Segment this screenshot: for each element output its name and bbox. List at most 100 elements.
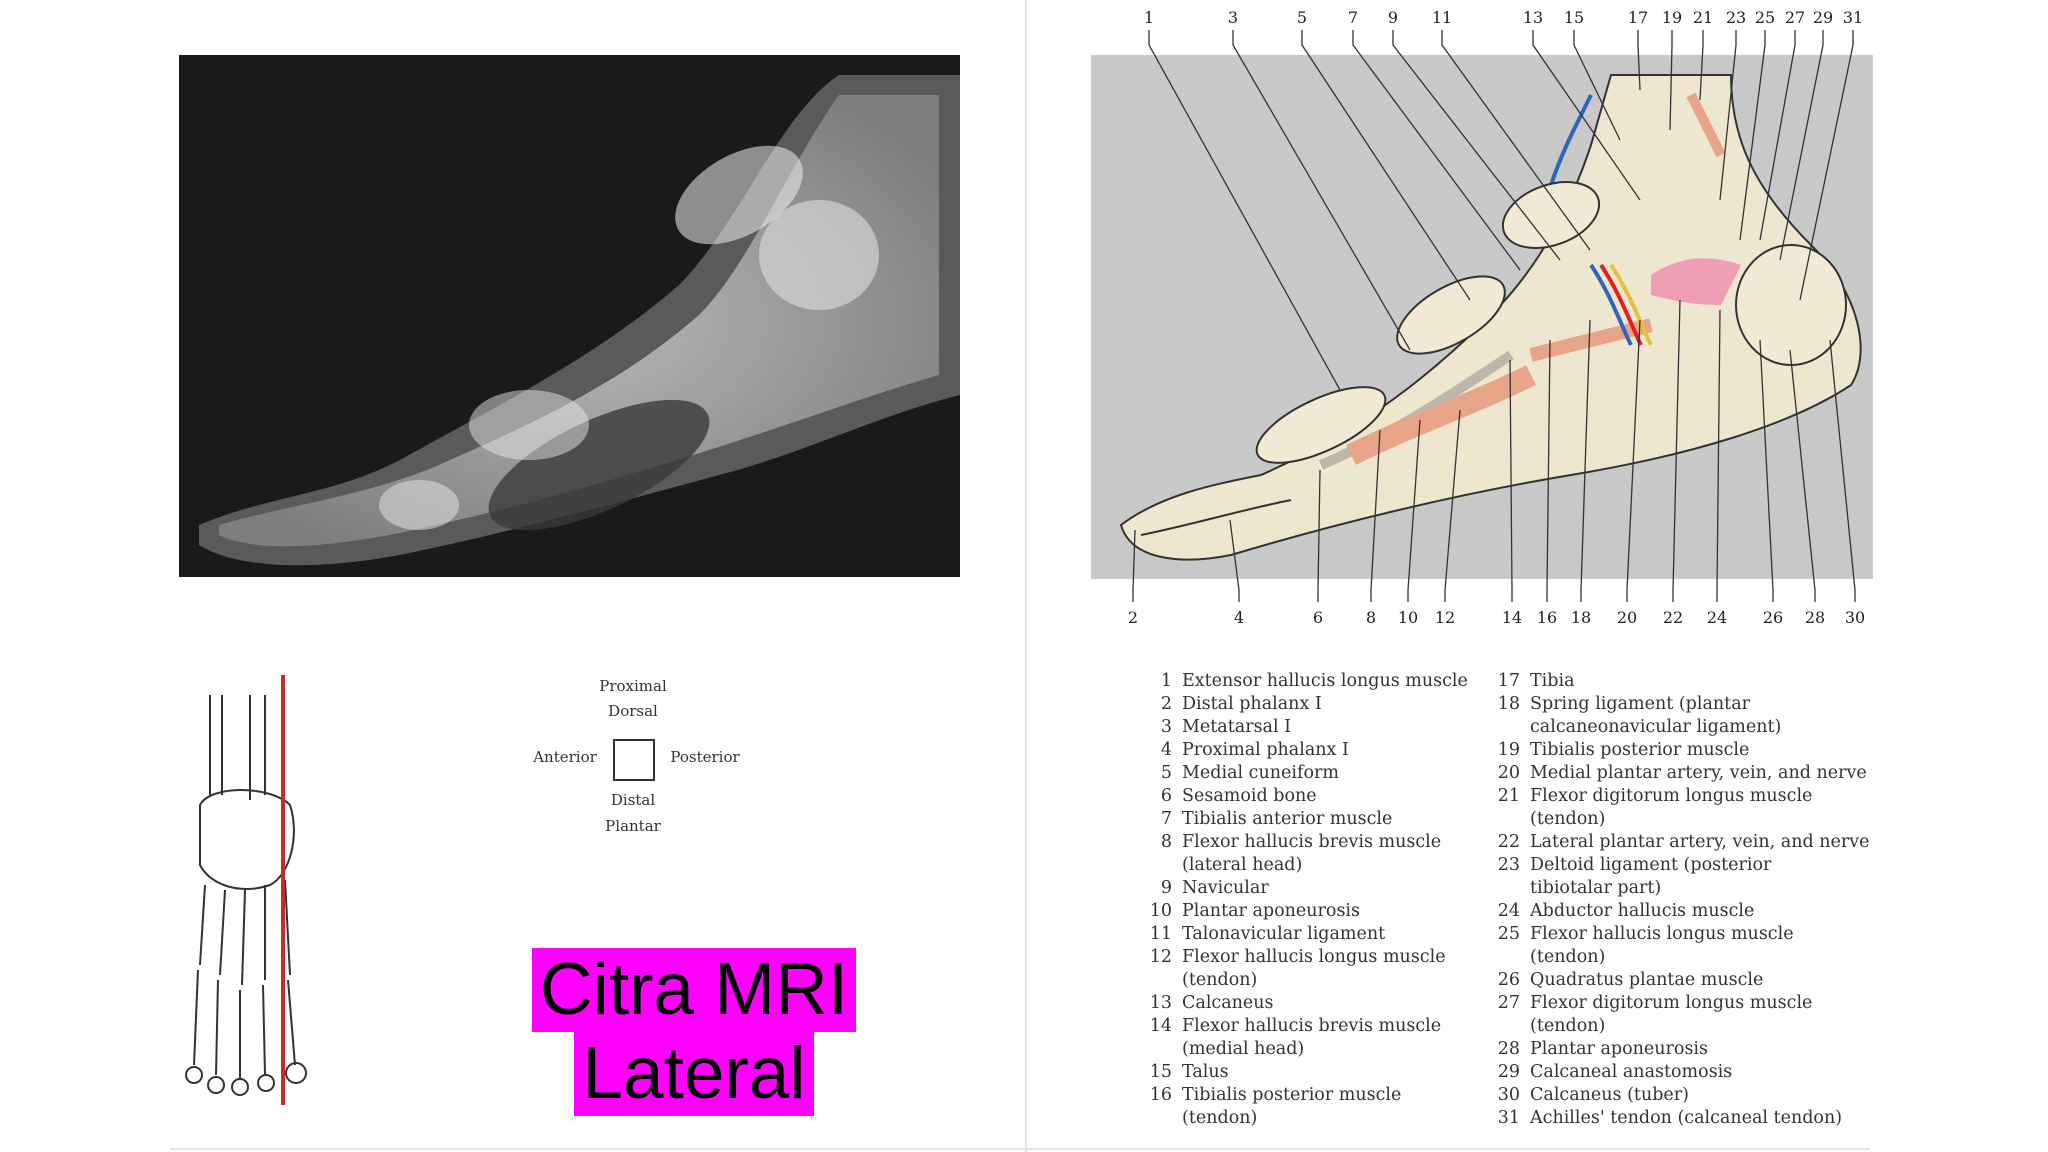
legend-text: Flexor digitorum longus muscle bbox=[1530, 786, 1813, 806]
callout-number-top: 1 bbox=[1143, 8, 1155, 27]
callout-number-bottom: 18 bbox=[1570, 608, 1592, 627]
legend-text: Flexor digitorum longus muscle bbox=[1530, 993, 1813, 1013]
legend-number: 15 bbox=[1149, 1062, 1172, 1082]
legend-number: 1 bbox=[1160, 671, 1172, 691]
legend-entry: (tendon) bbox=[1140, 1107, 1468, 1130]
leader-line bbox=[1759, 339, 1774, 602]
callout-number-top: 23 bbox=[1725, 8, 1747, 27]
legend-entry: 1 Extensor hallucis longus muscle bbox=[1140, 670, 1468, 693]
legend-text: Proximal phalanx I bbox=[1182, 740, 1349, 760]
leader-line bbox=[1716, 309, 1721, 602]
legend-number bbox=[1488, 808, 1530, 831]
legend-text: (tendon) bbox=[1182, 970, 1258, 990]
legend-entry: (tendon) bbox=[1488, 946, 1869, 969]
legend-text: (tendon) bbox=[1182, 1108, 1258, 1128]
callout-number-top: 7 bbox=[1347, 8, 1359, 27]
leader-line bbox=[1637, 30, 1641, 91]
legend-text: Extensor hallucis longus muscle bbox=[1182, 671, 1468, 691]
legend-number: 31 bbox=[1497, 1108, 1520, 1128]
legend-number: 21 bbox=[1497, 786, 1520, 806]
legend-entry: 4 Proximal phalanx I bbox=[1140, 739, 1468, 762]
anatomy-diagram bbox=[1091, 55, 1873, 579]
callout-number-bottom: 6 bbox=[1312, 608, 1324, 627]
legend-text: Talus bbox=[1182, 1062, 1229, 1082]
callout-number-top: 3 bbox=[1227, 8, 1239, 27]
legend-entry: 10 Plantar aponeurosis bbox=[1140, 900, 1468, 923]
legend-text: Abductor hallucis muscle bbox=[1530, 901, 1755, 921]
callout-number-top: 29 bbox=[1812, 8, 1834, 27]
legend-number: 3 bbox=[1160, 717, 1172, 737]
legend-text: Distal phalanx I bbox=[1182, 694, 1322, 714]
legend-text: Quadratus plantae muscle bbox=[1530, 970, 1764, 990]
orient-distal: Distal bbox=[610, 791, 656, 809]
orient-dorsal: Dorsal bbox=[608, 702, 658, 720]
callout-number-top: 5 bbox=[1296, 8, 1308, 27]
legend-number: 18 bbox=[1497, 694, 1520, 714]
legend-text: Tibialis anterior muscle bbox=[1182, 809, 1393, 829]
orientation-box bbox=[613, 739, 655, 781]
leader-line bbox=[1509, 359, 1513, 602]
callout-number-bottom: 30 bbox=[1844, 608, 1866, 627]
legend-number: 24 bbox=[1497, 901, 1520, 921]
leader-line bbox=[1301, 30, 1471, 301]
legend-number: 10 bbox=[1149, 901, 1172, 921]
legend-entry: (lateral head) bbox=[1140, 854, 1468, 877]
legend-text: Medial cuneiform bbox=[1182, 763, 1339, 783]
legend-number bbox=[1488, 716, 1530, 739]
legend-text: Plantar aponeurosis bbox=[1182, 901, 1360, 921]
legend-number bbox=[1140, 969, 1182, 992]
callout-number-bottom: 10 bbox=[1397, 608, 1419, 627]
leader-line bbox=[1789, 349, 1816, 602]
legend-number: 9 bbox=[1160, 878, 1172, 898]
mri-sagittal-image bbox=[179, 55, 960, 577]
callout-number-top: 21 bbox=[1692, 8, 1714, 27]
legend-text: Plantar aponeurosis bbox=[1530, 1039, 1708, 1059]
leader-line bbox=[1232, 30, 1411, 351]
legend-entry: (tendon) bbox=[1488, 808, 1869, 831]
leader-line bbox=[1444, 409, 1461, 602]
callout-number-top: 11 bbox=[1431, 8, 1453, 27]
legend-number: 12 bbox=[1149, 947, 1172, 967]
legend-text: Talonavicular ligament bbox=[1182, 924, 1386, 944]
legend-entry: 18 Spring ligament (plantar bbox=[1488, 693, 1869, 716]
caption-label: Citra MRI Lateral bbox=[520, 948, 868, 1116]
legend-text: Flexor hallucis brevis muscle bbox=[1182, 1016, 1442, 1036]
leader-line bbox=[1580, 319, 1591, 602]
orient-proximal: Proximal bbox=[599, 677, 667, 695]
legend-number bbox=[1140, 1038, 1182, 1061]
legend-number bbox=[1488, 946, 1530, 969]
caption-line-1: Citra MRI bbox=[531, 948, 857, 1032]
legend-text: Calcaneus bbox=[1182, 993, 1274, 1013]
callout-number-top: 31 bbox=[1842, 8, 1864, 27]
callout-number-top: 17 bbox=[1627, 8, 1649, 27]
leader-line bbox=[1573, 30, 1621, 141]
leader-line bbox=[1759, 30, 1796, 241]
legend-text: Sesamoid bone bbox=[1182, 786, 1317, 806]
legend-text: Spring ligament (plantar bbox=[1530, 694, 1750, 714]
legend-number: 30 bbox=[1497, 1085, 1520, 1105]
leader-line bbox=[1672, 299, 1681, 602]
callout-number-bottom: 28 bbox=[1804, 608, 1826, 627]
legend-text: (lateral head) bbox=[1182, 855, 1303, 875]
legend-number: 4 bbox=[1160, 740, 1172, 760]
orient-plantar: Plantar bbox=[605, 817, 661, 835]
legend-number bbox=[1140, 1107, 1182, 1130]
orient-anterior: Anterior bbox=[533, 748, 597, 766]
leader-line bbox=[1779, 30, 1824, 261]
callout-number-top: 13 bbox=[1522, 8, 1544, 27]
leader-line bbox=[1132, 529, 1136, 602]
legend-number: 20 bbox=[1497, 763, 1520, 783]
legend-entry: 15 Talus bbox=[1140, 1061, 1468, 1084]
legend-text: Flexor hallucis brevis muscle bbox=[1182, 832, 1442, 852]
